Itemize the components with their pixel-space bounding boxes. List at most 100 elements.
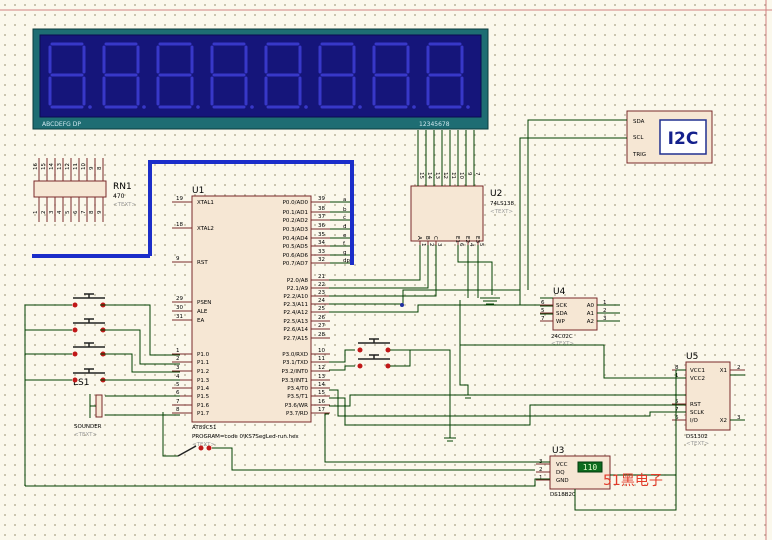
rn1-pin-number: 4 xyxy=(57,210,63,214)
u1-pin-number: 9 xyxy=(176,256,180,262)
rn1-value: 470 xyxy=(113,193,125,200)
u2-pin-number: 15 xyxy=(418,172,424,179)
u1-pin-name: P3.5/T1 xyxy=(287,394,308,400)
digit-8 xyxy=(426,42,470,109)
u3-pin-number: 2 xyxy=(539,467,543,473)
button-p1-1[interactable] xyxy=(72,318,106,333)
u1-pin-name: P0.3/AD3 xyxy=(283,227,309,233)
u1-pin-name: P3.7/RD xyxy=(286,411,308,417)
u2-ref: U2 xyxy=(490,189,502,199)
rn1-pin-number: 12 xyxy=(65,163,71,170)
u1-pin-number: 24 xyxy=(318,298,325,304)
u1-pin-number: 5 xyxy=(176,382,180,388)
u4-part: 24C02C xyxy=(551,334,573,340)
ls1-sounder[interactable]: LS1 SOUNDER <TEXT> xyxy=(73,378,103,438)
u4-pin-number: 1 xyxy=(603,300,607,306)
watermark-text: 51黑电子 xyxy=(603,473,663,489)
digit-3 xyxy=(156,42,200,109)
i2c-debugger[interactable]: SDA SCL TRIG I2C xyxy=(626,110,713,164)
reset-switch[interactable] xyxy=(177,445,212,457)
rn1-pin-number: 10 xyxy=(81,163,87,170)
i2c-scl-label: SCL xyxy=(633,135,644,141)
u1-pin-number: 6 xyxy=(176,390,180,396)
u2-ghost-text: <TEXT> xyxy=(490,209,513,215)
u1-pin-name: P3.4/T0 xyxy=(287,386,308,392)
rn1-pin-number: 5 xyxy=(65,210,71,214)
u1-pin-name: P0.5/AD5 xyxy=(283,244,309,250)
u3-pin-name: DQ xyxy=(556,470,565,476)
u1-pin-name: P1.2 xyxy=(197,369,209,375)
u4-pin-number: 3 xyxy=(603,316,607,322)
digit-5 xyxy=(264,42,308,109)
rn1-pin-number: 8 xyxy=(89,210,95,214)
u5-pin-number: 1 xyxy=(675,373,679,379)
u1-pin-number: 14 xyxy=(318,382,325,388)
u1-pin-number: 32 xyxy=(318,257,325,263)
button-int1[interactable] xyxy=(357,354,391,369)
u1-pin-number: 31 xyxy=(176,314,183,320)
u1-pin-name: P0.2/AD2 xyxy=(283,218,308,224)
push-buttons[interactable] xyxy=(72,293,391,457)
u1-pin-name: P2.1/A9 xyxy=(287,286,309,292)
rn1-pin-number: 2 xyxy=(41,211,47,215)
digit-6 xyxy=(318,42,362,109)
rn1-ghost-text: <TEXT> xyxy=(113,202,136,208)
button-p1-2[interactable] xyxy=(72,342,106,357)
u2-pin-name: B xyxy=(424,236,430,240)
u1-pin-name: RST xyxy=(197,260,208,266)
u1-pin-number: 22 xyxy=(318,282,325,288)
circuit-wires xyxy=(24,119,745,511)
u3-display: 110 xyxy=(583,463,598,472)
u1-pin-number: 2 xyxy=(176,356,180,362)
u4-pin-name: A1 xyxy=(587,311,594,317)
u2-pin-number: 3 xyxy=(436,243,442,247)
u1-pin-number: 37 xyxy=(318,214,325,220)
u2-pin-name: A xyxy=(416,236,422,240)
u1-pin-number: 7 xyxy=(176,399,180,405)
rn1-pin-number: 14 xyxy=(49,163,55,170)
bus-label: b xyxy=(343,207,347,213)
u2-part: 74LS138 xyxy=(490,201,515,207)
u1-pin-name: P3.0/RXD xyxy=(282,352,308,358)
u3-pin-name: VCC xyxy=(556,462,568,468)
u1-pin-name: PSEN xyxy=(197,300,211,306)
u1-pin-name: P0.1/AD1 xyxy=(283,210,308,216)
u1-pin-number: 21 xyxy=(318,274,325,280)
u5-pin-number: 8 xyxy=(675,365,679,371)
u1-pin-name: P0.6/AD6 xyxy=(283,253,309,259)
bus-label: c xyxy=(343,215,346,221)
u1-pin-number: 36 xyxy=(318,223,325,229)
u1-microcontroller[interactable]: U1 19XTAL118XTAL29RST29PSEN30ALE31EA1P1.… xyxy=(172,186,350,448)
u2-pin-number: 2 xyxy=(428,243,434,247)
u1-part: AT89C51 xyxy=(192,425,217,431)
u1-pin-number: 25 xyxy=(318,306,325,312)
u5-pin-name: X1 xyxy=(720,368,727,374)
data-bus[interactable] xyxy=(148,160,354,265)
u4-pin-name: A0 xyxy=(587,303,595,309)
u1-pin-name: XTAL1 xyxy=(197,200,214,206)
u4-ref: U4 xyxy=(553,287,566,297)
u1-pin-number: 3 xyxy=(176,365,180,371)
u3-ref: U3 xyxy=(552,446,564,456)
u4-pin-number: 5 xyxy=(541,308,545,314)
u5-pin-number: 7 xyxy=(675,407,679,413)
u1-pin-name: P0.0/AD0 xyxy=(283,200,309,206)
seven-segment-display[interactable]: ABCDEFG DP 12345678 xyxy=(32,28,489,130)
u4-ghost-text: <TEXT> xyxy=(551,341,574,347)
button-int0[interactable] xyxy=(357,338,391,353)
u5-pin-number: 5 xyxy=(675,399,679,405)
button-p1-3[interactable] xyxy=(72,368,106,383)
u3-pin-number: 1 xyxy=(539,475,543,481)
i2c-label: I2C xyxy=(668,129,699,149)
u1-pin-name: P1.5 xyxy=(197,394,210,400)
u1-pin-name: P1.1 xyxy=(197,360,209,366)
u5-part: DS1302 xyxy=(686,434,708,440)
u4-pin-name: WP xyxy=(556,319,565,325)
